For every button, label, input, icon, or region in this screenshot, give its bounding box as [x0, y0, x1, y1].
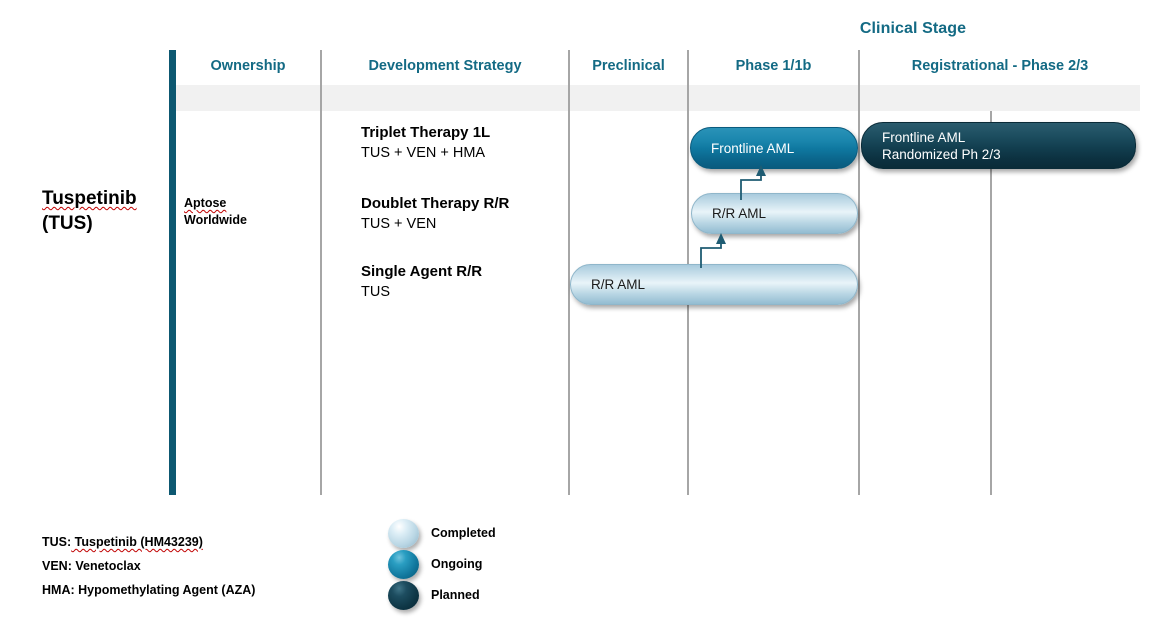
strategy-title: Triplet Therapy 1L	[361, 124, 491, 141]
strategy-subtitle: TUS + VEN	[361, 216, 437, 232]
program-bar-label: Frontline AML Randomized Ph 2/3	[882, 129, 1001, 162]
footnote-hma: HMA: Hypomethylating Agent (AZA)	[42, 578, 255, 602]
column-header-registrational: Registrational - Phase 2/3	[911, 58, 1089, 74]
clinical-stage-heading: Clinical Stage	[0, 20, 1154, 38]
strategy-block-triplet: Triplet Therapy 1L TUS + VEN + HMA	[361, 123, 571, 163]
arrow-single-to-doublet	[700, 233, 726, 268]
legend-item-completed: Completed	[388, 518, 496, 548]
footnote-ven: VEN: Venetoclax	[42, 554, 255, 578]
column-header-dev-strategy: Development Strategy	[368, 58, 522, 74]
left-accent-bar	[169, 50, 176, 495]
legend-label: Completed	[431, 526, 496, 540]
program-bar-rr-aml-single[interactable]: R/R AML	[570, 264, 858, 305]
product-label: Tuspetinib (TUS)	[42, 186, 182, 236]
ownership-cell: Aptose Worldwide	[184, 195, 314, 229]
legend-swatch-ongoing-icon	[388, 549, 419, 579]
arrow-rr-to-frontline	[740, 165, 766, 200]
ownership-territory: Worldwide	[184, 213, 247, 227]
footnote-abbr: HMA:	[42, 583, 75, 597]
grid-line-ownership	[320, 50, 322, 495]
program-bar-frontline-aml-phase1[interactable]: Frontline AML	[690, 127, 858, 169]
program-bar-label: R/R AML	[712, 206, 767, 221]
program-bar-label: Frontline AML	[711, 140, 795, 156]
column-header-phase1: Phase 1/1b	[735, 58, 812, 74]
strategy-subtitle: TUS + VEN + HMA	[361, 145, 486, 161]
ownership-company: Aptose	[184, 196, 227, 210]
strategy-block-doublet: Doublet Therapy R/R TUS + VEN	[361, 194, 571, 234]
column-header-preclinical: Preclinical	[592, 58, 665, 74]
grid-line-phase1	[858, 50, 860, 495]
program-bar-label: R/R AML	[591, 277, 646, 292]
legend-item-planned: Planned	[388, 580, 496, 610]
grid-line-registrational-mid	[990, 111, 992, 495]
column-header-ownership: Ownership	[210, 58, 286, 74]
strategy-title: Single Agent R/R	[361, 263, 483, 280]
footnote-list: TUS: Tuspetinib (HM43239) VEN: Venetocla…	[42, 530, 255, 602]
footnote-text: Hypomethylating Agent (AZA)	[74, 583, 256, 597]
legend-swatch-completed-icon	[388, 518, 419, 548]
strategy-subtitle: TUS	[361, 284, 390, 300]
grid-line-dev-strategy	[568, 50, 570, 495]
program-bar-rr-aml-doublet[interactable]: R/R AML	[691, 193, 858, 234]
strategy-title: Doublet Therapy R/R	[361, 195, 510, 212]
footnote-text: Tuspetinib (HM43239)	[71, 535, 203, 549]
footnote-text: Venetoclax	[71, 559, 141, 573]
product-name: Tuspetinib	[42, 188, 137, 209]
header-band	[176, 85, 1140, 111]
strategy-block-single: Single Agent R/R TUS	[361, 262, 571, 302]
product-abbrev: (TUS)	[42, 213, 93, 234]
legend-swatch-planned-icon	[388, 580, 419, 610]
clinical-stage-heading-text: Clinical Stage	[859, 20, 967, 37]
footnote-abbr: TUS:	[42, 535, 72, 549]
program-bar-frontline-aml-ph23[interactable]: Frontline AML Randomized Ph 2/3	[861, 122, 1136, 169]
legend-label: Planned	[431, 588, 480, 602]
footnote-abbr: VEN:	[42, 559, 72, 573]
status-legend: Completed Ongoing Planned	[388, 518, 496, 611]
legend-label: Ongoing	[431, 557, 483, 571]
footnote-tus: TUS: Tuspetinib (HM43239)	[42, 530, 255, 554]
legend-item-ongoing: Ongoing	[388, 549, 496, 579]
